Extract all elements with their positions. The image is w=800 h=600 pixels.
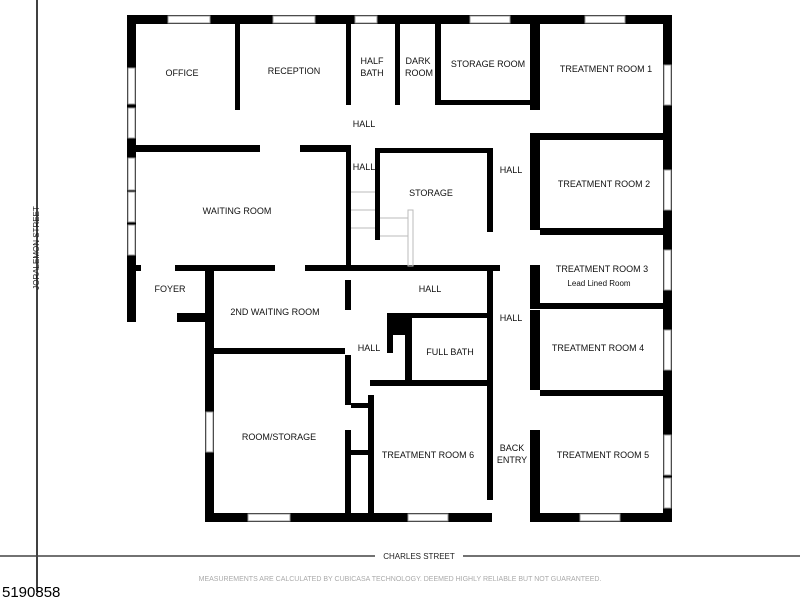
room-label-treatment-2: TREATMENT ROOM 2 bbox=[558, 179, 650, 189]
room-label-treatment-3: TREATMENT ROOM 3 bbox=[556, 264, 648, 274]
room-label-hall: HALL bbox=[353, 162, 376, 172]
disclaimer: MEASUREMENTS ARE CALCULATED BY CUBICASA … bbox=[199, 576, 602, 583]
room-label-2nd-waiting-room: 2ND WAITING ROOM bbox=[230, 307, 319, 317]
windows bbox=[127, 15, 672, 522]
room-label-back-entry: ENTRY bbox=[497, 455, 527, 465]
room-label-half-bath: BATH bbox=[360, 68, 383, 78]
room-label-hall: HALL bbox=[419, 284, 442, 294]
room-label-hall: HALL bbox=[353, 119, 376, 129]
room-label-dark-room: DARK bbox=[405, 56, 430, 66]
room-label-reception: RECEPTION bbox=[268, 66, 321, 76]
room-label-treatment-4: TREATMENT ROOM 4 bbox=[552, 343, 644, 353]
room-label-treatment-5: TREATMENT ROOM 5 bbox=[557, 450, 649, 460]
room-label-treatment-1: TREATMENT ROOM 1 bbox=[560, 64, 652, 74]
room-label-waiting-room: WAITING ROOM bbox=[203, 206, 272, 216]
listing-id: 5190858 bbox=[2, 584, 60, 600]
room-label-storage: STORAGE bbox=[409, 188, 453, 198]
room-label-hall: HALL bbox=[500, 165, 523, 175]
room-labels: OFFICE RECEPTION HALF BATH DARK ROOM STO… bbox=[154, 56, 652, 465]
room-label-full-bath: FULL BATH bbox=[426, 347, 474, 357]
room-label-foyer: FOYER bbox=[154, 284, 186, 294]
room-label-half-bath: HALF bbox=[360, 56, 384, 66]
room-label-room-storage: ROOM/STORAGE bbox=[242, 432, 316, 442]
room-label-office: OFFICE bbox=[166, 68, 199, 78]
room-label-treatment-6: TREATMENT ROOM 6 bbox=[382, 450, 474, 460]
room-label-dark-room: ROOM bbox=[405, 68, 433, 78]
room-label-hall: HALL bbox=[358, 343, 381, 353]
room-label-storage-room: STORAGE ROOM bbox=[451, 59, 525, 69]
room-note-lead-lined: Lead Lined Room bbox=[567, 279, 630, 288]
room-label-back-entry: BACK bbox=[500, 443, 525, 453]
room-label-hall: HALL bbox=[500, 313, 523, 323]
street-label-west: JORALEMON STREET bbox=[32, 206, 41, 290]
street-label-south: CHARLES STREET bbox=[383, 552, 455, 561]
staircase bbox=[351, 191, 414, 267]
